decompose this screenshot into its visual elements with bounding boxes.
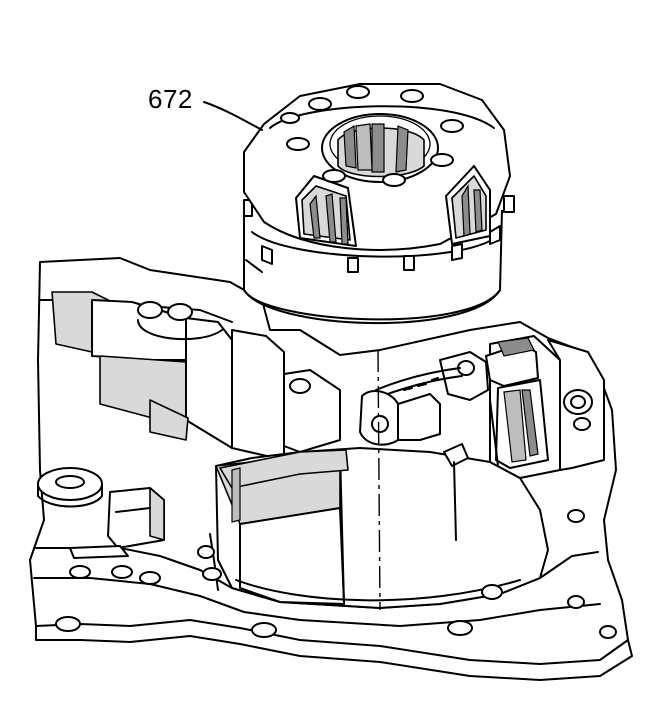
brake-band xyxy=(220,450,348,522)
clutch-housing-672 xyxy=(244,84,514,323)
transmission-case xyxy=(30,258,632,680)
alignment-centerline xyxy=(378,350,380,610)
callout-672-leader xyxy=(204,102,262,130)
callout-672-label: 672 xyxy=(148,84,193,114)
